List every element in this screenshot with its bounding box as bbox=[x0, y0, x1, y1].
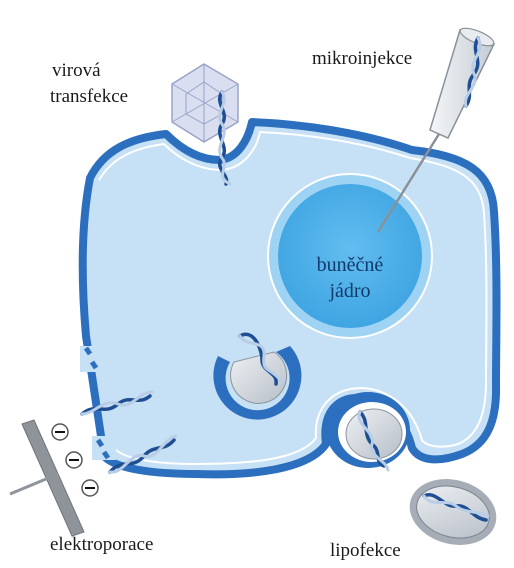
label-lipofection: lipofekce bbox=[330, 540, 401, 562]
minus-icon bbox=[66, 452, 82, 468]
electrode bbox=[10, 420, 98, 536]
membrane-pore-upper bbox=[80, 346, 102, 372]
label-microinjection: mikroinjekce bbox=[312, 48, 412, 70]
label-viral-transfection-line1: virová bbox=[52, 60, 101, 82]
minus-icon bbox=[52, 424, 68, 440]
label-nucleus-line1: buněčné bbox=[290, 252, 410, 278]
label-electroporation: elektroporace bbox=[50, 534, 153, 556]
minus-icon bbox=[82, 480, 98, 496]
liposome-outside bbox=[402, 470, 504, 555]
label-viral-transfection-line2: transfekce bbox=[50, 86, 128, 108]
virus-capsid bbox=[172, 64, 238, 142]
label-nucleus-line2: jádro bbox=[290, 278, 410, 304]
